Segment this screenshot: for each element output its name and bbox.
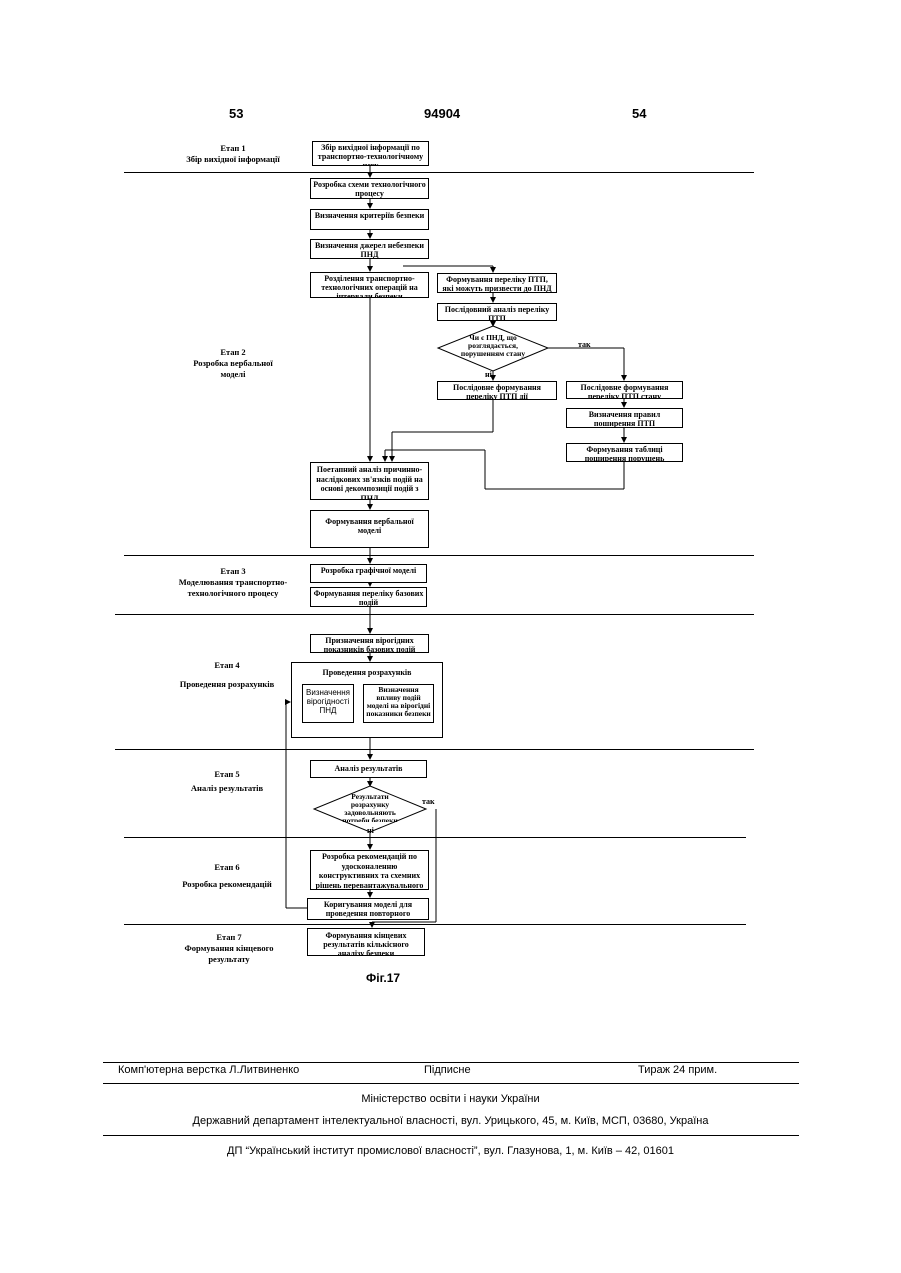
stage-title: Етап 6	[152, 862, 302, 873]
footer-print-run: Тираж 24 прим.	[638, 1064, 717, 1076]
calculations-title: Проведення розрахунків	[294, 668, 440, 677]
box-collect-initial-info: Збір вихідної інформації по транспортно-…	[312, 141, 429, 166]
stage-2: Етап 2 Розробка вербальної моделі	[158, 347, 308, 380]
box-hazard-sources: Визначення джерел небезпеки ПНД	[310, 239, 429, 259]
stage-separator	[124, 924, 746, 925]
stage-title: Етап 3	[158, 566, 308, 577]
box-propagation-table: Формування таблиці поширення порушень	[566, 443, 683, 462]
stage-3: Етап 3 Моделювання транспортно-технологі…	[158, 566, 308, 599]
footer-signed: Підписне	[424, 1064, 471, 1076]
box-operations-split: Розділення транспортно-технологічних опе…	[310, 272, 429, 298]
stage-5: Етап 5 Аналіз результатів	[152, 769, 302, 794]
box-verbal-model: Формування вербальної моделі	[310, 510, 429, 548]
box-causal-analysis: Поетапний аналіз причинно-наслідкових зв…	[310, 462, 429, 500]
footer-department: Державний департамент інтелектуальної вл…	[0, 1115, 901, 1127]
footer-rule	[103, 1135, 799, 1136]
stage-4: Етап 4 Проведення розрахунків	[152, 660, 302, 690]
decision-state-violation: Чи є ПНД, що розглядається, порушенням с…	[458, 333, 528, 363]
stage-separator	[124, 172, 754, 173]
stage-1: Етап 1 Збір вихідної інформації	[158, 143, 308, 165]
stage-title: Етап 1	[158, 143, 308, 154]
stage-title: Етап 4	[152, 660, 302, 671]
label-yes-1: так	[578, 340, 591, 349]
stage-subtitle: Розробка вербальної моделі	[185, 358, 281, 380]
footer-ministry: Міністерство освіти і науки України	[0, 1093, 901, 1105]
stage-separator	[115, 749, 754, 750]
figure-caption: Фіг.17	[366, 971, 400, 985]
box-final-results: Формування кінцевих результатів кількісн…	[307, 928, 425, 956]
box-ptp-state-list: Послідовне формування переліку ПТП стану	[566, 381, 683, 399]
stage-7: Етап 7 Формування кінцевого результату	[154, 932, 304, 965]
stage-separator	[124, 837, 746, 838]
label-yes-2: так	[422, 797, 435, 806]
stage-subtitle: Розробка рекомендацій	[152, 879, 302, 890]
stage-title: Етап 2	[158, 347, 308, 358]
box-ptp-analysis: Послідовний аналіз переліку ПТП	[437, 303, 557, 321]
box-graphic-model: Розробка графічної моделі	[310, 564, 427, 583]
stage-subtitle: Аналіз результатів	[152, 783, 302, 794]
stage-subtitle: Проведення розрахунків	[152, 679, 302, 690]
box-ptp-action-list: Послідовне формування переліку ПТП дії	[437, 381, 557, 400]
footer-layout-credit: Комп'ютерна верстка Л.Литвиненко	[118, 1064, 299, 1076]
box-propagation-rules: Визначення правил поширення ПТП	[566, 408, 683, 428]
box-safety-criteria: Визначення критеріїв безпеки	[310, 209, 429, 230]
stage-title: Етап 5	[152, 769, 302, 780]
stage-subtitle: Моделювання транспортно-технологічного п…	[171, 577, 295, 599]
box-event-influence: Визначення впливу подій моделі на вірогі…	[363, 684, 434, 723]
decision-safety-needs: Результати розрахунку задовольняють потр…	[330, 792, 410, 822]
stage-subtitle: Збір вихідної інформації	[158, 154, 308, 165]
stage-separator	[124, 555, 754, 556]
footer-rule	[103, 1083, 799, 1084]
box-ptp-list: Формування переліку ПТП, які можуть приз…	[437, 273, 557, 293]
label-no-2: ні	[367, 826, 374, 835]
box-results-analysis: Аналіз результатів	[310, 760, 427, 778]
box-process-scheme: Розробка схеми технологічного процесу	[310, 178, 429, 199]
footer-rule	[103, 1062, 799, 1063]
stage-separator	[115, 614, 754, 615]
box-pnd-probability: Визначення вірогідності ПНД	[302, 684, 354, 723]
stage-title: Етап 7	[154, 932, 304, 943]
label-no-1: ні	[485, 370, 492, 379]
box-recommendations: Розробка рекомендацій по удосконаленню к…	[310, 850, 429, 890]
stage-subtitle: Формування кінцевого результату	[181, 943, 277, 965]
box-basic-events: Формування переліку базових подій	[310, 587, 427, 607]
footer-institute: ДП “Український інститут промислової вла…	[0, 1145, 901, 1157]
box-model-correction: Коригування моделі для проведення повтор…	[307, 898, 429, 920]
box-probability-indicators: Призначення вірогідних показників базови…	[310, 634, 429, 653]
stage-6: Етап 6 Розробка рекомендацій	[152, 862, 302, 890]
